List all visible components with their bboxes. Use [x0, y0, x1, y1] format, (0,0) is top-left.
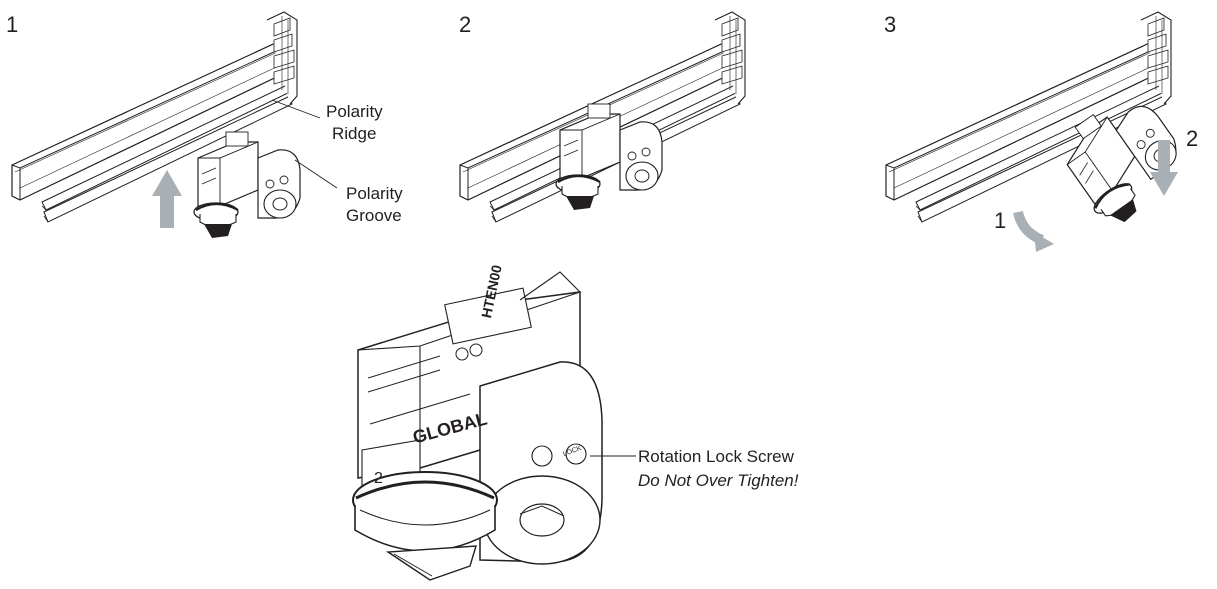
- step-2-number: 2: [459, 12, 472, 37]
- step-3-number: 3: [884, 12, 897, 37]
- step3-rotate-arrow-number: 1: [994, 208, 1007, 233]
- detail-adapter: [352, 271, 603, 581]
- polarity-groove-label-line2: Groove: [346, 206, 402, 225]
- rotation-lock-screw-label: Rotation Lock Screw: [638, 447, 794, 466]
- step3-push-arrow: [1150, 140, 1178, 196]
- polarity-ridge-label-line2: Ridge: [332, 124, 377, 143]
- step1-up-arrow: [152, 170, 182, 228]
- step1-adapter: [192, 130, 302, 240]
- polarity-ridge-label-line1: Polarity: [326, 102, 383, 121]
- knob-number-marking: 2: [374, 470, 383, 487]
- step3-rotate-arrowhead: [1034, 232, 1054, 252]
- do-not-over-tighten-warning: Do Not Over Tighten!: [638, 471, 799, 490]
- polarity-groove-label-line1: Polarity: [346, 184, 403, 203]
- step-1-number: 1: [6, 12, 19, 37]
- polarity-ridge-leader: [271, 99, 321, 119]
- polarity-groove-leader: [294, 159, 338, 189]
- step3-push-arrow-number: 2: [1186, 126, 1199, 151]
